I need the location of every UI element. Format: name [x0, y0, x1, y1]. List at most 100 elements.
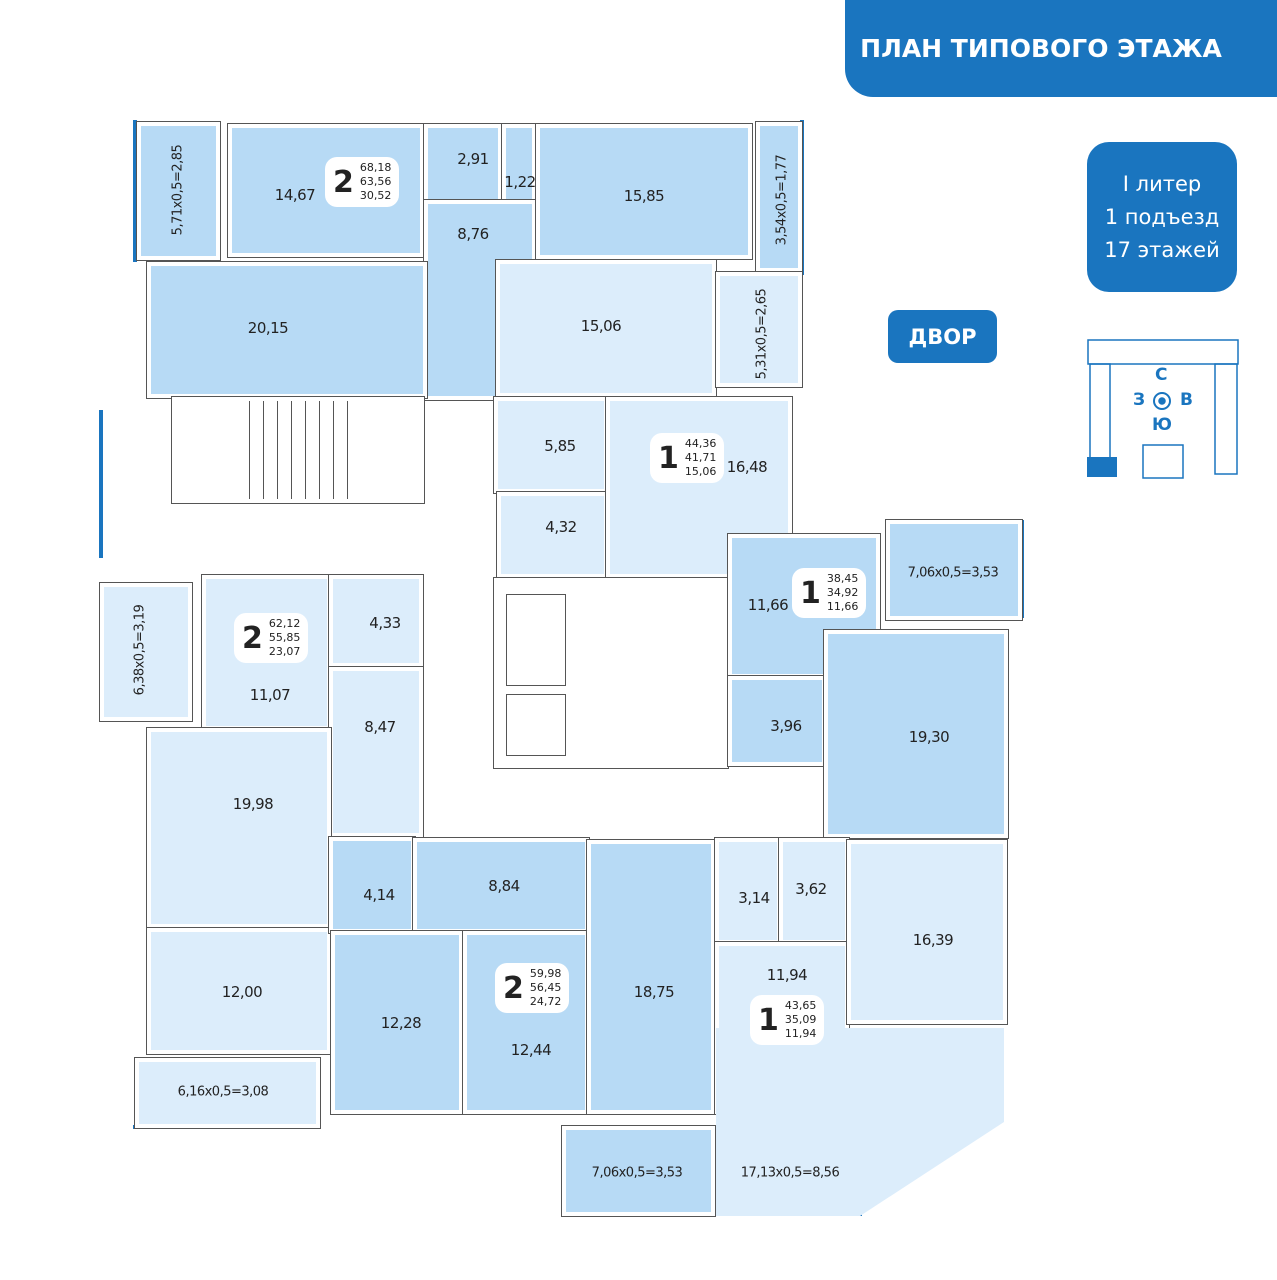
room	[328, 666, 424, 838]
room	[493, 577, 729, 769]
area-label: 6,38x0,5=3,19	[132, 604, 148, 696]
apartment-total-area: 38,45	[826, 572, 859, 585]
area-label: 12,28	[380, 1014, 422, 1032]
room	[501, 123, 537, 205]
apartment-rooms: 1	[658, 440, 679, 476]
building-info: I литер 1 подъезд 17 этажей	[1087, 142, 1237, 292]
apartment-living-area: 24,72	[529, 995, 562, 1008]
apartment-area-2: 55,85	[268, 631, 301, 644]
apartment-living-area: 30,52	[359, 189, 392, 202]
yard-label: ДВОР	[888, 310, 997, 363]
room	[561, 1125, 716, 1217]
area-label: 2,91	[457, 150, 489, 168]
area-label: 6,16x0,5=3,08	[177, 1084, 269, 1100]
area-label: 20,15	[247, 319, 289, 337]
apartment-living-area: 11,66	[826, 600, 859, 613]
room	[171, 396, 425, 504]
area-label: 16,48	[726, 458, 768, 476]
room	[330, 930, 464, 1115]
apartment-total-area: 43,65	[784, 999, 817, 1012]
compass-west: З	[1133, 390, 1146, 410]
area-label: 12,00	[221, 983, 263, 1001]
apartment-total-area: 44,36	[684, 437, 717, 450]
area-label: 11,66	[747, 596, 789, 614]
area-label: 7,06x0,5=3,53	[907, 565, 999, 581]
info-liter: I литер	[1122, 171, 1202, 196]
site-minimap: С З В Ю	[1085, 335, 1240, 480]
apartment-living-area: 15,06	[684, 465, 717, 478]
room	[99, 582, 193, 722]
room	[146, 727, 332, 929]
apartment-living-area: 23,07	[268, 645, 301, 658]
room	[493, 396, 609, 494]
apartment-living-area: 11,94	[784, 1027, 817, 1040]
room	[412, 837, 590, 934]
apartment-rooms: 2	[333, 164, 354, 200]
info-entrance: 1 подъезд	[1104, 204, 1220, 229]
area-label: 5,85	[544, 437, 576, 455]
area-label: 19,30	[908, 728, 950, 746]
area-label: 11,07	[249, 686, 291, 704]
area-label: 3,14	[738, 889, 770, 907]
room	[823, 629, 1009, 839]
room	[146, 927, 332, 1055]
area-label: 3,96	[770, 717, 802, 735]
area-label: 19,98	[232, 795, 274, 813]
apartment-area-2: 35,09	[784, 1013, 817, 1026]
header-banner: ПЛАН ТИПОВОГО ЭТАЖА	[845, 0, 1277, 97]
area-label: 1,22	[504, 173, 536, 191]
apartment-area-2: 41,71	[684, 451, 717, 464]
area-label: 16,39	[912, 931, 954, 949]
room	[755, 121, 803, 273]
area-label: 7,06x0,5=3,53	[591, 1165, 683, 1181]
compass-rose-icon	[1153, 392, 1171, 410]
area-label: 8,76	[457, 225, 489, 243]
area-label: 15,85	[623, 187, 665, 205]
page-title: ПЛАН ТИПОВОГО ЭТАЖА	[860, 34, 1222, 63]
apartment-total-area: 62,12	[268, 617, 301, 630]
area-label: 8,84	[488, 877, 520, 895]
room	[496, 491, 609, 579]
apartment-area-2: 63,56	[359, 175, 392, 188]
area-label: 5,31x0,5=2,65	[754, 288, 770, 380]
area-label: 8,47	[364, 718, 396, 736]
room	[586, 839, 716, 1115]
room	[328, 574, 424, 668]
area-label: 3,54x0,5=1,77	[774, 154, 790, 246]
compass-east: В	[1180, 390, 1193, 410]
room	[328, 836, 416, 934]
balcony-edge	[800, 120, 804, 275]
room	[715, 271, 803, 388]
apartment-rooms: 2	[503, 970, 524, 1006]
area-label: 17,13x0,5=8,56	[740, 1165, 840, 1181]
apartment-total-area: 68,18	[359, 161, 392, 174]
room	[136, 121, 221, 261]
apartment-total-area: 59,98	[529, 967, 562, 980]
area-label: 18,75	[633, 983, 675, 1001]
area-label: 4,33	[369, 614, 401, 632]
balcony-edge	[1020, 520, 1024, 618]
area-label: 11,94	[766, 966, 808, 984]
compass-south: Ю	[1152, 415, 1172, 435]
room	[535, 123, 753, 260]
elevator-1	[506, 594, 566, 686]
area-label: 4,14	[363, 886, 395, 904]
apartment-area-2: 34,92	[826, 586, 859, 599]
area-label: 4,32	[545, 518, 577, 536]
minimap-outline-icon	[1087, 339, 1239, 479]
room	[146, 261, 428, 399]
room	[462, 930, 590, 1115]
apartment-area-2: 56,45	[529, 981, 562, 994]
elevator-2	[506, 694, 566, 756]
stairs	[236, 401, 350, 499]
balcony-edge	[99, 410, 103, 558]
apartment-rooms: 1	[800, 575, 821, 611]
info-floors: 17 этажей	[1104, 237, 1220, 262]
area-label: 5,71x0,5=2,85	[170, 144, 186, 236]
